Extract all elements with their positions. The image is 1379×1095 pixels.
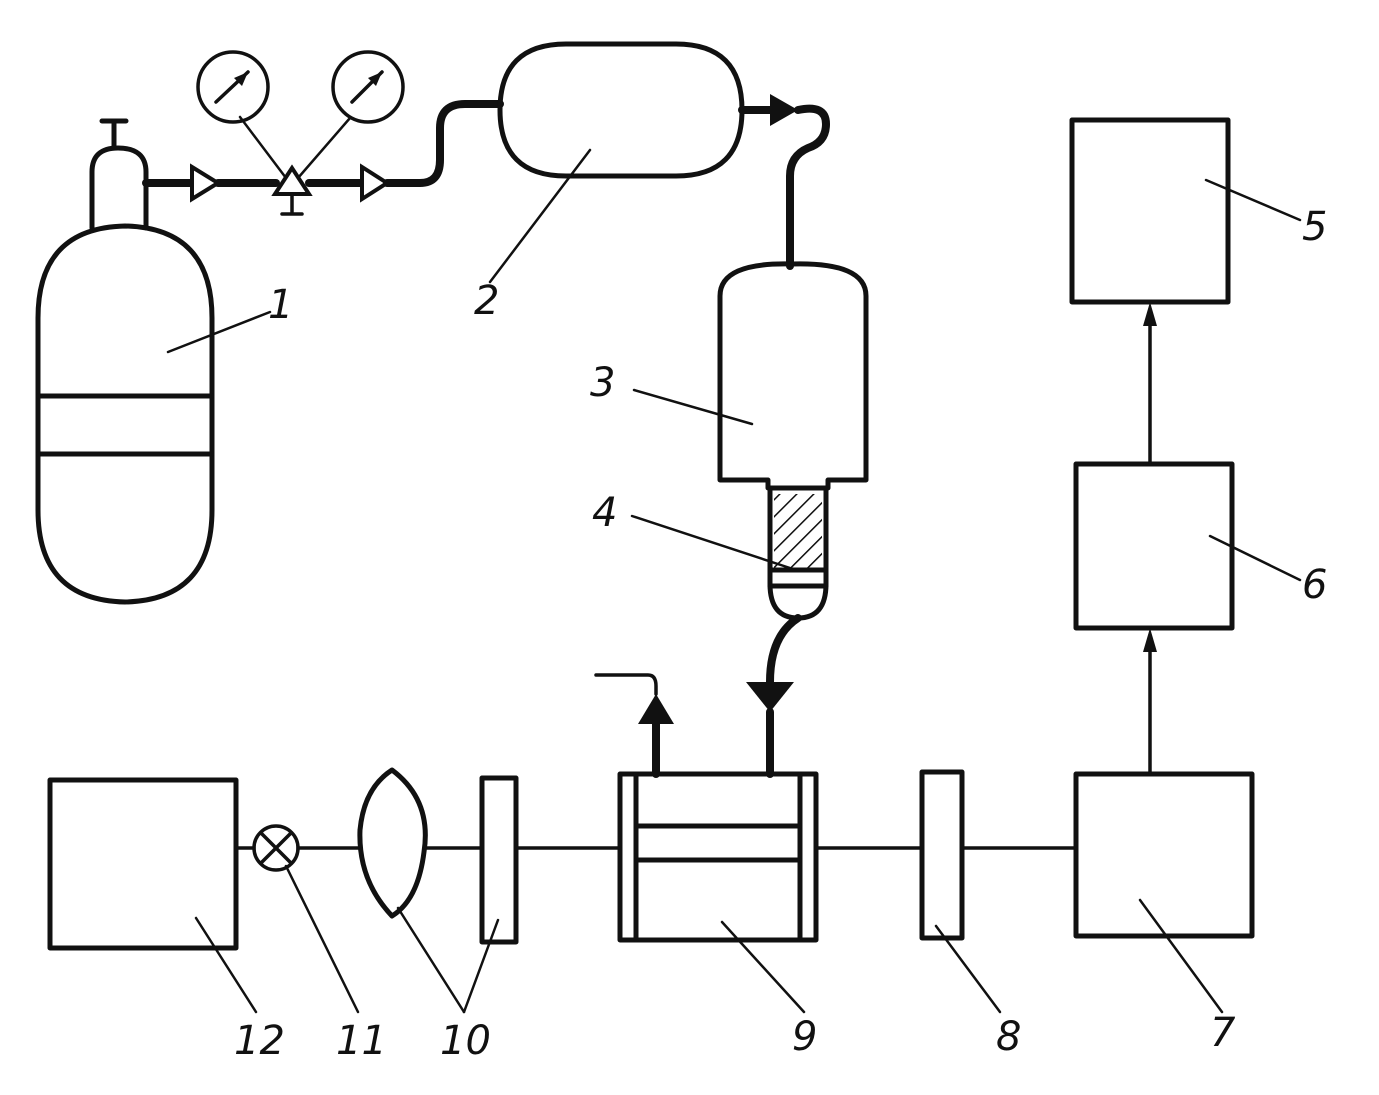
pressure-gauge-icon xyxy=(196,50,270,124)
label-8: 8 xyxy=(996,1014,1021,1060)
receiver-tank xyxy=(497,41,830,270)
lamp-icon xyxy=(252,824,300,872)
measuring-cell xyxy=(594,673,819,943)
generator-vessel xyxy=(717,261,869,491)
leader-lines xyxy=(166,148,1302,1014)
label-5: 5 xyxy=(1302,204,1327,250)
label-11: 11 xyxy=(336,1018,387,1064)
label-4: 4 xyxy=(592,490,617,536)
interference-filter xyxy=(919,769,965,941)
label-12: 12 xyxy=(234,1018,285,1064)
exhaust-arrow-icon xyxy=(638,694,674,724)
amplifier xyxy=(1073,461,1235,631)
photodetector xyxy=(1073,771,1255,939)
arrow-up-icon xyxy=(1143,628,1157,652)
lens xyxy=(357,767,428,919)
label-6: 6 xyxy=(1302,562,1327,608)
gas-cylinder xyxy=(35,118,215,605)
label-3: 3 xyxy=(590,360,615,406)
recorder xyxy=(1069,117,1231,305)
arrow-up-icon xyxy=(1143,302,1157,326)
valve-icon xyxy=(190,163,222,203)
filter-cartridge xyxy=(746,487,829,778)
light-filter-plate xyxy=(479,775,519,945)
label-2: 2 xyxy=(474,278,499,324)
label-7: 7 xyxy=(1210,1010,1236,1056)
label-1: 1 xyxy=(268,282,293,328)
flow-arrow-icon xyxy=(770,94,798,126)
signal-connection xyxy=(1143,302,1157,776)
pressure-gauge-icon xyxy=(331,50,405,124)
valve-icon xyxy=(360,163,391,203)
gas-line xyxy=(142,100,504,216)
light-source xyxy=(47,777,239,951)
flow-arrow-icon xyxy=(746,682,794,712)
label-10: 10 xyxy=(440,1018,491,1064)
label-9: 9 xyxy=(792,1014,817,1060)
